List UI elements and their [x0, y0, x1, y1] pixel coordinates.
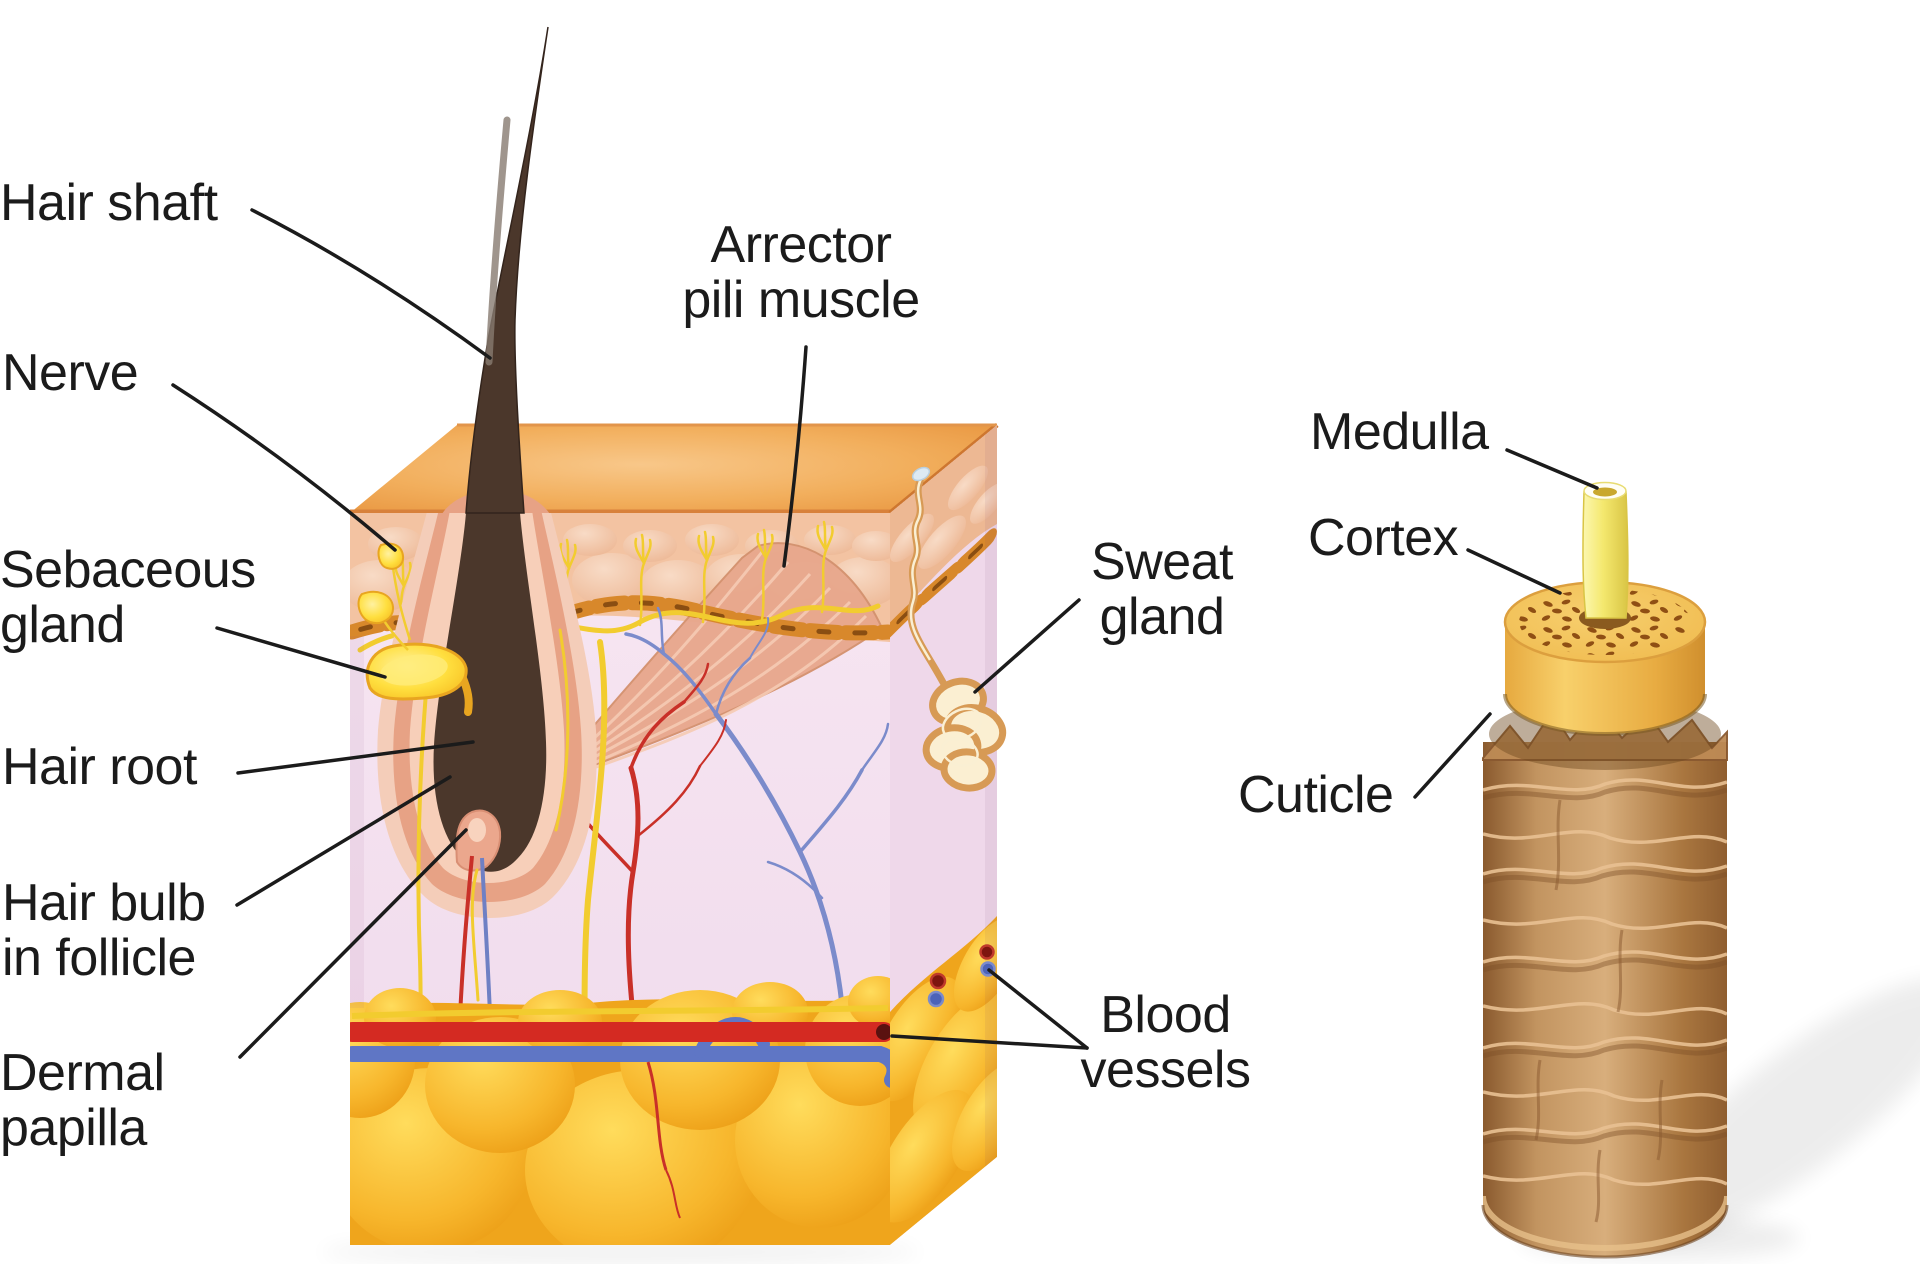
label-sebaceous-gland-line1: Sebaceous	[0, 541, 256, 599]
vein-branches	[624, 606, 890, 1008]
cuticle-cylinder	[1481, 698, 1729, 1259]
label-hair-root: Hair root	[2, 740, 197, 795]
pointer-blood-vessels-1	[987, 968, 1089, 1050]
skin-block-right-face	[890, 425, 997, 1245]
label-hair-bulb-line2: in follicle	[2, 929, 196, 987]
subcutaneous-fat	[350, 976, 890, 1245]
nerve-horizontal	[351, 1005, 889, 1019]
label-sebaceous-gland: Sebaceous gland	[0, 543, 256, 653]
label-hair-shaft-text: Hair shaft	[0, 174, 218, 232]
label-blood-vessels-line1: Blood	[1100, 986, 1231, 1044]
cuticle-scales	[1483, 778, 1727, 1251]
skin-block	[350, 26, 1007, 1245]
vein-horizontal	[350, 1046, 890, 1088]
sebaceous-gland	[365, 642, 473, 716]
label-cuticle: Cuticle	[1238, 766, 1394, 824]
label-dermal-papilla-line2: papilla	[0, 1099, 147, 1157]
label-hair-shaft: Hair shaft	[0, 176, 218, 231]
skin-block-front-face	[350, 513, 890, 1245]
label-nerve: Nerve	[2, 344, 139, 402]
hair-root	[433, 513, 547, 872]
dermal-papilla-highlight	[468, 818, 486, 842]
sweat-pore	[911, 466, 931, 482]
label-medulla-text: Medulla	[1310, 403, 1489, 461]
pointer-hair-bulb	[235, 775, 452, 907]
label-arrector-pili: Arrector pili muscle	[636, 218, 966, 328]
label-blood-vessels: Blood vessels	[1078, 988, 1253, 1098]
label-medulla: Medulla	[1310, 405, 1489, 460]
pointer-dermal-papilla	[238, 828, 468, 1059]
pointer-sweat-gland	[973, 598, 1081, 694]
label-dermal-papilla-line1: Dermal	[0, 1044, 165, 1102]
sweat-gland	[907, 466, 1007, 792]
pointer-hair-shaft	[250, 208, 492, 360]
nerve-endings	[357, 542, 412, 651]
hair-shaft	[465, 26, 549, 514]
hair-cross-section	[1481, 481, 1729, 1259]
pointer-cortex	[1466, 548, 1562, 595]
hair-follicle	[377, 513, 597, 918]
label-dermal-papilla: Dermal papilla	[0, 1046, 165, 1156]
label-arrector-pili-line2: pili muscle	[682, 271, 920, 329]
cortex-disc	[1503, 580, 1707, 736]
label-sweat-gland: Sweat gland	[1077, 535, 1247, 645]
sweat-duct-lumen	[909, 478, 932, 661]
label-hair-bulb: Hair bulb in follicle	[2, 876, 206, 986]
horizontal-blood-vessels	[350, 1005, 890, 1219]
label-sweat-gland-line2: gland	[1099, 588, 1225, 646]
pointer-medulla	[1505, 448, 1599, 490]
label-cortex: Cortex	[1308, 509, 1459, 567]
label-hair-bulb-line1: Hair bulb	[2, 874, 206, 932]
pointer-blood-vessels-2	[890, 1034, 1089, 1050]
skin-surface-top-face	[350, 423, 999, 517]
pointer-cuticle	[1413, 712, 1492, 799]
label-hair-root-text: Hair root	[2, 738, 197, 796]
label-arrector-pili-line1: Arrector	[710, 216, 892, 274]
label-sebaceous-gland-line2: gland	[0, 596, 125, 654]
pointer-arrector-pili	[782, 345, 808, 568]
pointer-hair-root	[236, 740, 475, 775]
pointer-sebaceous-gland	[215, 626, 387, 679]
label-cuticle-text: Cuticle	[1238, 766, 1394, 824]
pointer-nerve	[171, 383, 397, 552]
label-nerve-text: Nerve	[2, 344, 139, 402]
medulla-tube	[1582, 481, 1629, 619]
label-blood-vessels-line2: vessels	[1080, 1041, 1251, 1099]
label-sweat-gland-line1: Sweat	[1090, 533, 1234, 591]
pointer-lines	[171, 208, 1599, 1059]
label-cortex-text: Cortex	[1308, 509, 1459, 567]
front-left-shading	[350, 636, 364, 1008]
sweat-gland-coil-detail	[941, 707, 983, 767]
artery-cut-end	[876, 1024, 890, 1040]
